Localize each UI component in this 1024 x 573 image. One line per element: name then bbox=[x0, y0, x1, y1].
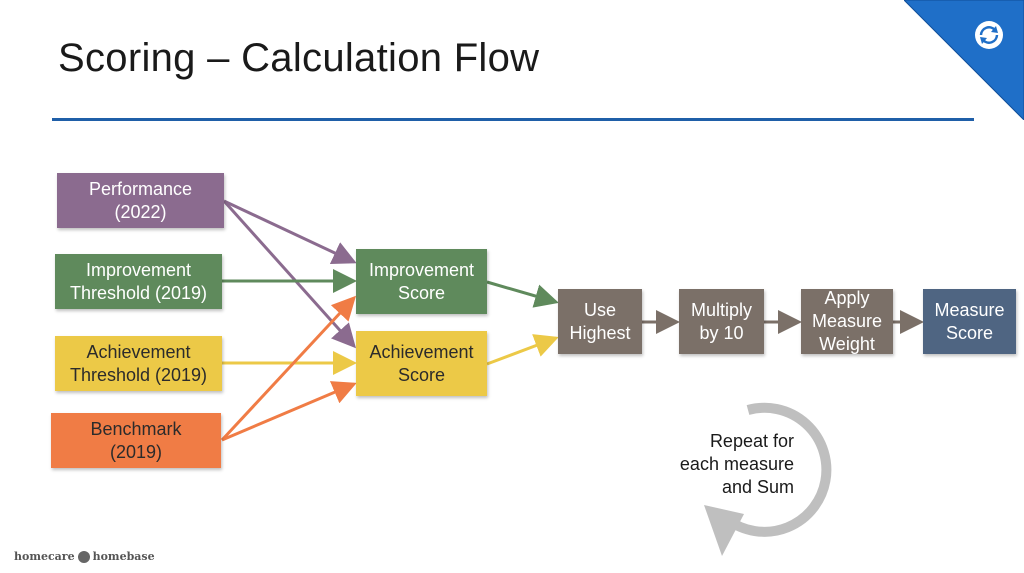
input-performance-label: Performance (2022) bbox=[88, 178, 193, 222]
brand-right-text: homebase bbox=[92, 550, 155, 563]
input-benchmark: Benchmark (2019) bbox=[51, 413, 221, 468]
apply-weight-box: Apply Measure Weight bbox=[801, 288, 893, 354]
measure-score-label: Measure Score bbox=[934, 299, 1005, 343]
page-title: Scoring – Calculation Flow bbox=[58, 36, 540, 80]
brand-footer: homecare homebase bbox=[14, 550, 155, 563]
arrow-achievement-score bbox=[486, 334, 559, 366]
improvement-score-label: Improvement Score bbox=[368, 259, 475, 303]
input-improvement-threshold-label: Improvement Threshold (2019) bbox=[69, 259, 208, 303]
arrow-performance-to-improvement bbox=[223, 199, 357, 264]
arrow-benchmark-to-achievement bbox=[221, 381, 357, 442]
title-underline bbox=[52, 118, 974, 121]
use-highest-box: Use Highest bbox=[558, 289, 642, 354]
achievement-score-label: Achievement Score bbox=[369, 341, 474, 385]
apply-weight-label: Apply Measure Weight bbox=[811, 288, 883, 354]
arrow-performance-to-achievement bbox=[222, 199, 357, 349]
input-achievement-threshold: Achievement Threshold (2019) bbox=[55, 336, 222, 391]
multiply-label: Multiply by 10 bbox=[690, 299, 752, 343]
corner-badge bbox=[904, 0, 1024, 120]
repeat-note: Repeat for each measure and Sum bbox=[679, 431, 794, 497]
measure-score-box: Measure Score bbox=[923, 289, 1016, 354]
loop-arrow-icon bbox=[704, 402, 832, 556]
brand-logo-icon bbox=[77, 550, 90, 563]
input-improvement-threshold: Improvement Threshold (2019) bbox=[55, 254, 222, 309]
use-highest-label: Use Highest bbox=[569, 299, 631, 343]
input-achievement-threshold-label: Achievement Threshold (2019) bbox=[69, 341, 208, 385]
input-benchmark-label: Benchmark (2019) bbox=[90, 418, 182, 462]
brand-left-text: homecare bbox=[14, 550, 75, 563]
input-performance: Performance (2022) bbox=[57, 173, 224, 228]
achievement-score-box: Achievement Score bbox=[356, 331, 487, 396]
refresh-icon bbox=[975, 21, 1003, 49]
arrow-benchmark-to-improvement bbox=[220, 295, 357, 442]
improvement-score-box: Improvement Score bbox=[356, 249, 487, 314]
arrow-improvement-score bbox=[486, 280, 559, 308]
multiply-box: Multiply by 10 bbox=[679, 289, 764, 354]
